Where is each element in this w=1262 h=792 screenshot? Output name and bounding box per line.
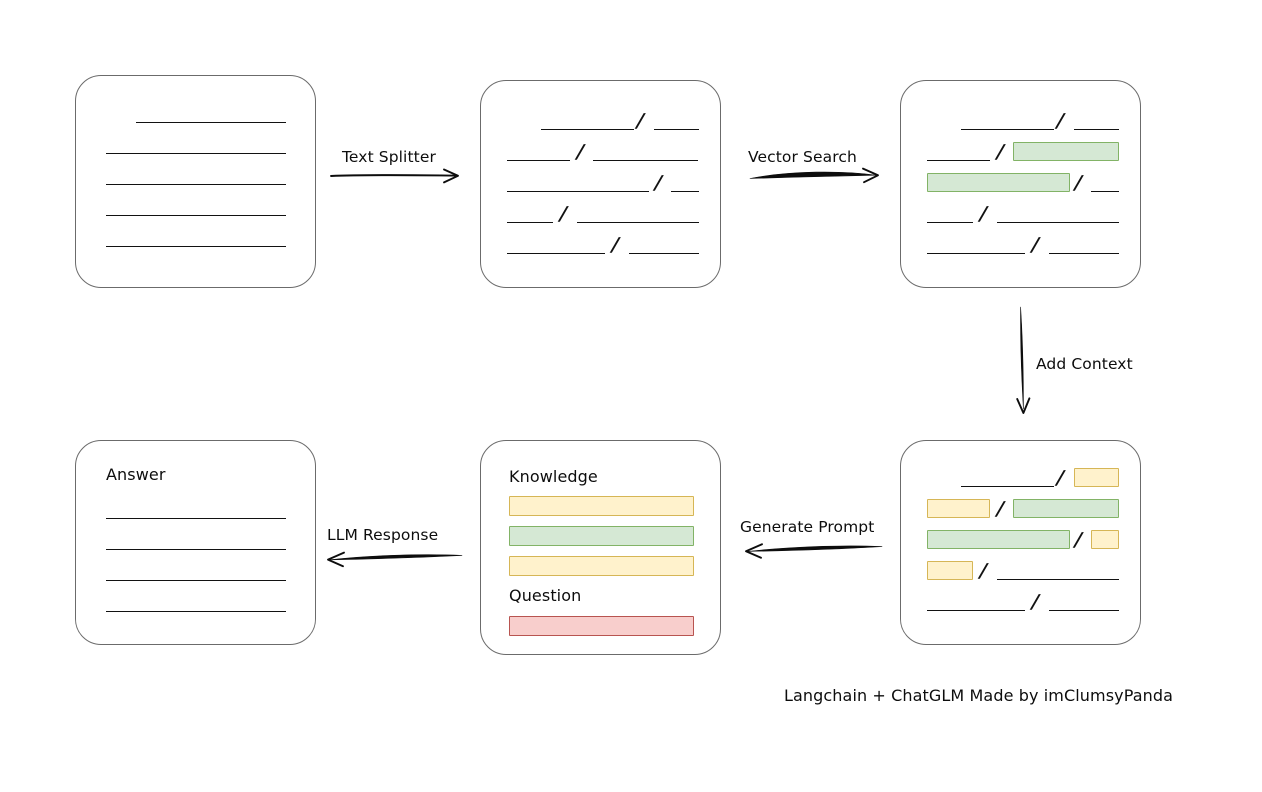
text-rule: [961, 129, 1054, 130]
split-slash: /: [1031, 234, 1040, 256]
arrow-text-splitter: [330, 168, 459, 184]
text-rule: [106, 549, 286, 550]
text-rule: [593, 160, 698, 161]
text-rule: [1049, 610, 1119, 611]
footer-credit: Langchain + ChatGLM Made by imClumsyPand…: [784, 686, 1174, 705]
yellow-chunk-chip: [1091, 530, 1119, 549]
knowledge-label: Knowledge: [509, 467, 598, 486]
green-chunk-chip: [927, 173, 1070, 192]
text-rule: [927, 160, 990, 161]
text-rule: [106, 215, 286, 216]
yellow-chunk-chip: [927, 561, 973, 580]
context-document-card[interactable]: / / / / /: [900, 440, 1141, 645]
split-slash: /: [1056, 467, 1065, 489]
arrow-add-context: [1016, 306, 1031, 414]
split-slash: /: [996, 141, 1005, 163]
text-rule: [106, 184, 286, 185]
text-rule: [997, 579, 1119, 580]
text-rule: [106, 246, 286, 247]
text-rule: [927, 253, 1025, 254]
text-rule: [507, 160, 570, 161]
edge-label-llm-response: LLM Response: [327, 526, 439, 544]
split-slash: /: [1074, 172, 1083, 194]
text-rule: [507, 222, 553, 223]
split-slash: /: [996, 498, 1005, 520]
text-rule: [1091, 191, 1119, 192]
edge-label-add-context: Add Context: [1036, 355, 1133, 373]
split-slash: /: [654, 172, 663, 194]
source-document-card[interactable]: [75, 75, 316, 288]
text-rule: [1074, 129, 1119, 130]
green-chunk-chip: [1013, 499, 1119, 518]
text-rule: [927, 222, 973, 223]
yellow-chunk-chip: [1074, 468, 1119, 487]
text-rule: [577, 222, 699, 223]
split-slash: /: [559, 203, 568, 225]
arrow-generate-prompt: [745, 543, 883, 559]
split-slash: /: [979, 203, 988, 225]
split-document-card[interactable]: / / / / /: [480, 80, 721, 288]
text-rule: [106, 518, 286, 519]
text-rule: [997, 222, 1119, 223]
matched-document-card[interactable]: / / / / /: [900, 80, 1141, 288]
split-slash: /: [636, 110, 645, 132]
split-slash: /: [1074, 529, 1083, 551]
text-rule: [671, 191, 699, 192]
yellow-prompt-chip: [509, 556, 694, 576]
text-rule: [927, 610, 1025, 611]
text-rule: [654, 129, 699, 130]
prompt-card[interactable]: Knowledge Question: [480, 440, 721, 655]
text-rule: [961, 486, 1054, 487]
question-label: Question: [509, 586, 582, 605]
text-rule: [1049, 253, 1119, 254]
split-slash: /: [1056, 110, 1065, 132]
green-prompt-chip: [509, 526, 694, 546]
arrow-llm-response: [327, 551, 463, 568]
answer-card[interactable]: Answer: [75, 440, 316, 645]
split-slash: /: [611, 234, 620, 256]
red-prompt-chip: [509, 616, 694, 636]
yellow-chunk-chip: [927, 499, 990, 518]
split-slash: /: [979, 560, 988, 582]
yellow-prompt-chip: [509, 496, 694, 516]
text-rule: [629, 253, 699, 254]
text-rule: [541, 129, 634, 130]
edge-label-generate-prompt: Generate Prompt: [740, 518, 875, 536]
text-rule: [507, 253, 605, 254]
green-chunk-chip: [927, 530, 1070, 549]
split-slash: /: [1031, 591, 1040, 613]
text-rule: [106, 580, 286, 581]
text-rule: [106, 611, 286, 612]
text-rule: [507, 191, 649, 192]
text-rule: [136, 122, 286, 123]
green-chunk-chip: [1013, 142, 1119, 161]
text-rule: [106, 153, 286, 154]
split-slash: /: [576, 141, 585, 163]
edge-label-vector-search: Vector Search: [748, 148, 857, 166]
edge-label-text-splitter: Text Splitter: [342, 148, 436, 166]
arrow-vector-search: [749, 167, 879, 184]
answer-title: Answer: [106, 465, 166, 484]
